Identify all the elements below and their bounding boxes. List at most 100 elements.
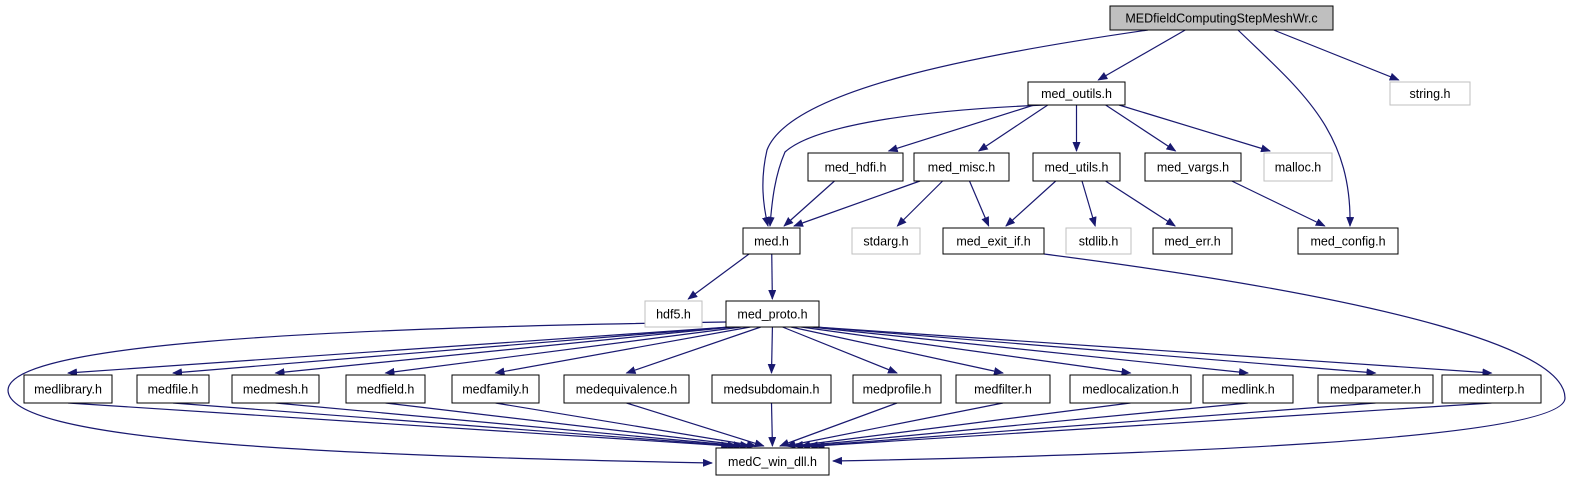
node-label: medlink.h [1221,382,1275,396]
edge-med_proto-to-medinterp [814,326,1493,377]
node-medsubdomain[interactable]: medsubdomain.h [711,374,832,404]
node-box [345,374,426,404]
node-med-config[interactable]: med_config.h [1297,227,1399,255]
edge-root-to-med [762,29,1149,227]
node-medlibrary[interactable]: medlibrary.h [23,374,113,404]
node-box [1065,227,1132,255]
node-label: med_utils.h [1045,160,1109,174]
node-label: medfield.h [357,382,415,396]
node-med-err[interactable]: med_err.h [1152,227,1233,255]
edge-med_utils-to-stdlib [1081,180,1097,227]
edge-med_outils-to-med_misc [977,104,1049,152]
edge-med_proto-to-medparameter [814,326,1377,377]
edge-medinterp-to-medC_win_dll [814,402,1492,450]
edge-med_proto-to-medlibrary [67,326,731,377]
node-label: med_hdfi.h [825,160,887,174]
edge-medfamily-to-medC_win_dll [495,402,757,449]
node-box [644,300,703,328]
node-box [942,227,1045,255]
edge-med_proto-to-medmesh [274,326,733,377]
nodes-layer: MEDfieldComputingStepMeshWr.c med_outils.… [23,5,1542,476]
node-medlocalization[interactable]: medlocalization.h [1069,374,1192,404]
node-med-vargs[interactable]: med_vargs.h [1144,152,1242,182]
node-med[interactable]: med.h [742,227,801,255]
node-medequivalence[interactable]: medequivalence.h [563,374,690,404]
node-medmesh[interactable]: medmesh.h [231,374,320,404]
node-label: med_err.h [1164,234,1220,248]
node-label: medlocalization.h [1082,382,1179,396]
edge-medsubdomain-to-medC_win_dll [768,402,777,447]
node-medparameter[interactable]: medparameter.h [1317,374,1434,404]
node-medprofile[interactable]: medprofile.h [852,374,942,404]
node-med-utils[interactable]: med_utils.h [1032,152,1121,182]
node-box [1109,5,1334,31]
node-medfield[interactable]: medfield.h [345,374,426,404]
node-medinterp[interactable]: medinterp.h [1441,374,1542,404]
edge-medlink-to-medC_win_dll [800,402,1249,450]
edge-med_hdfi-to-med [783,180,835,227]
node-label: med_proto.h [737,307,807,321]
node-box [1297,227,1399,255]
edge-root-to-med_outils [1097,29,1186,81]
node-label: medinterp.h [1458,382,1524,396]
node-stdarg: stdarg.h [851,227,921,255]
edge-medprofile-to-medC_win_dll [779,402,898,447]
node-medfamily[interactable]: medfamily.h [451,374,540,404]
node-medfilter[interactable]: medfilter.h [955,374,1051,404]
edge-med_outils-to-malloc [1118,104,1271,153]
node-box [1389,81,1471,106]
node-box [742,227,801,255]
node-medlink[interactable]: medlink.h [1202,374,1294,404]
node-label: medfamily.h [462,382,529,396]
node-box [955,374,1051,404]
node-med-outils[interactable]: med_outils.h [1027,81,1126,106]
node-medC-win-dll[interactable]: medC_win_dll.h [715,447,830,476]
node-label: medfile.h [148,382,199,396]
node-hdf5: hdf5.h [644,300,703,328]
edge-med_proto-to-medlink [810,326,1249,377]
node-box [1152,227,1233,255]
edge-med_misc-to-med_exit_if [968,180,990,227]
node-box [851,227,921,255]
node-label: medlibrary.h [34,382,102,396]
edge-med_proto-to-medfamily [494,326,751,376]
node-box [1317,374,1434,404]
node-label: string.h [1410,87,1451,101]
node-med-hdfi[interactable]: med_hdfi.h [807,152,904,182]
edge-med_proto-to-medfilter [790,326,1004,376]
node-box [1027,81,1126,106]
node-box [136,374,210,404]
node-root[interactable]: MEDfieldComputingStepMeshWr.c [1109,5,1334,31]
node-box [451,374,540,404]
edge-med_exit_if-to-medC_win_dll [832,253,1566,465]
node-label: med_misc.h [928,160,995,174]
node-label: medmesh.h [243,382,308,396]
node-string: string.h [1389,81,1471,106]
node-box [711,374,832,404]
edge-medequivalence-to-medC_win_dll [626,402,765,448]
edge-medfile-to-medC_win_dll [172,402,738,450]
edge-root-to-med_config [1237,29,1355,227]
edge-med_outils-to-med [766,104,1046,227]
edge-root-to-string [1273,29,1400,81]
edge-med_outils-to-med_vargs [1105,104,1177,152]
node-label: med_exit_if.h [956,234,1030,248]
node-box [231,374,320,404]
edge-med_proto-to-medfile [172,326,731,377]
edge-medparameter-to-medC_win_dll [807,402,1376,450]
node-label: med.h [754,234,789,248]
node-med-proto[interactable]: med_proto.h [725,300,820,328]
node-label: malloc.h [1275,160,1322,174]
node-medfile[interactable]: medfile.h [136,374,210,404]
node-label: medfilter.h [974,382,1032,396]
edge-med_vargs-to-med_config [1231,180,1326,227]
node-med-misc[interactable]: med_misc.h [913,152,1010,182]
node-box [23,374,113,404]
node-med-exit-if[interactable]: med_exit_if.h [942,227,1045,255]
node-box [1069,374,1192,404]
edge-med_outils-to-med_hdfi [887,104,1035,153]
edge-med_proto-to-medC_win_dll [7,321,727,467]
edge-med_utils-to-med_exit_if [1005,180,1057,227]
node-label: medsubdomain.h [724,382,820,396]
edges-layer [7,29,1566,467]
